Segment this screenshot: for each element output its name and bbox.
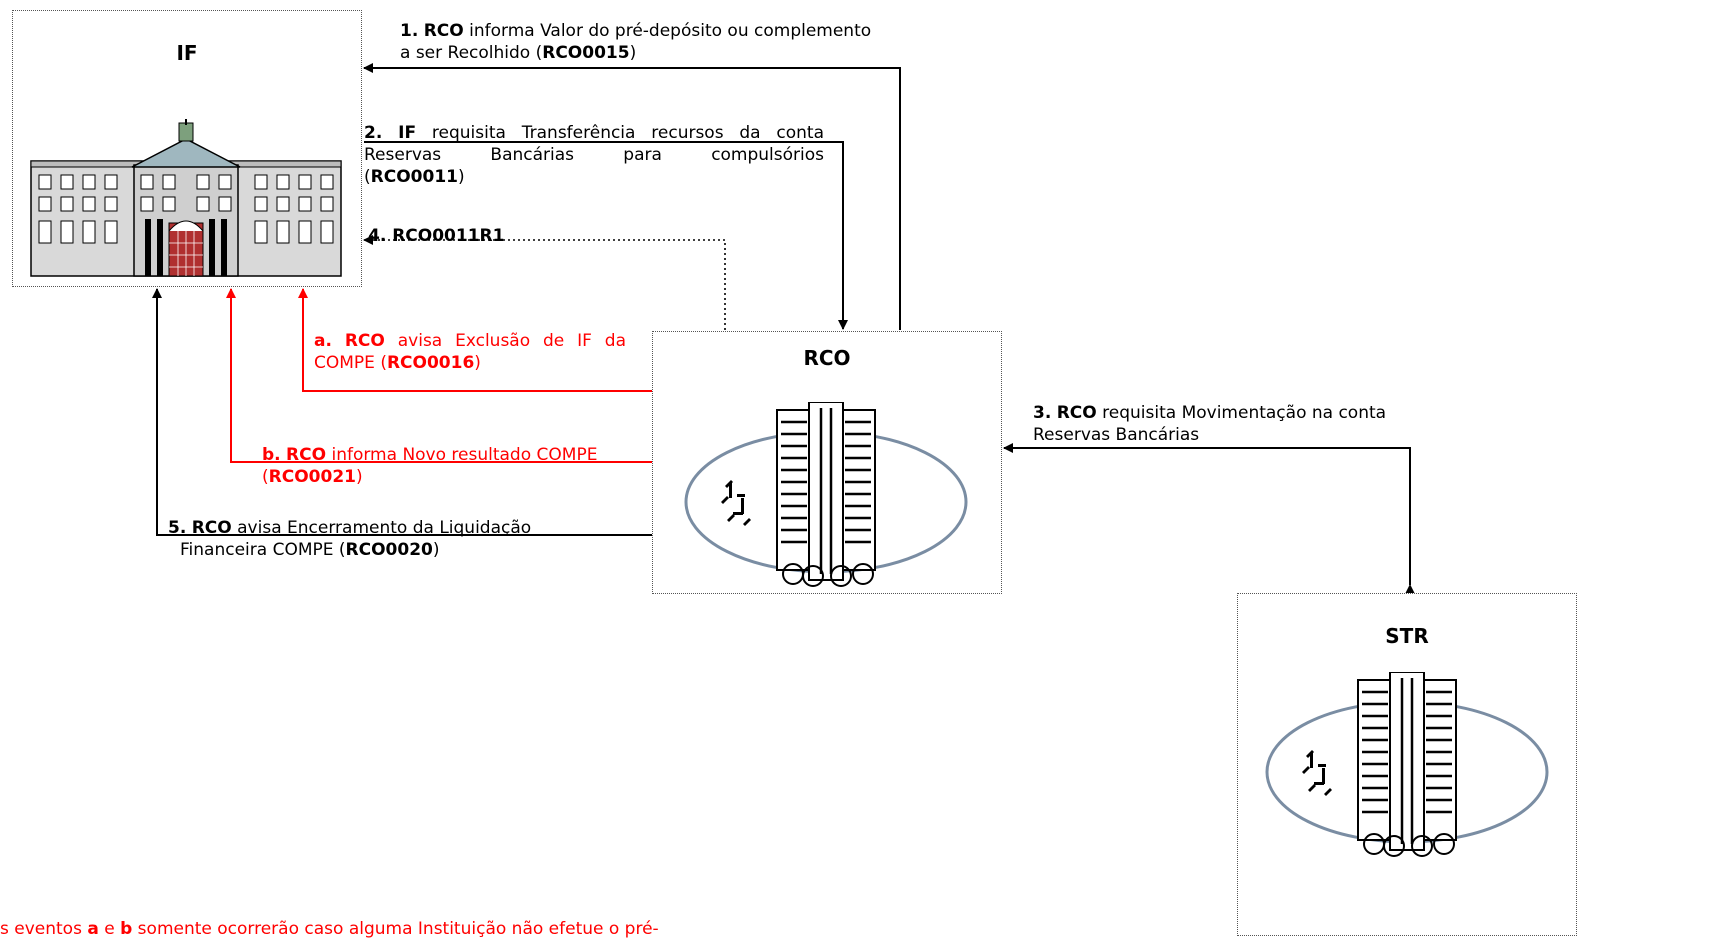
- rco-node: RCO: [652, 331, 1002, 594]
- msg5-text1: avisa Encerramento da Liquidação: [237, 518, 532, 538]
- str-title: STR: [1385, 624, 1429, 648]
- arrow-msg1: [363, 63, 901, 330]
- msg1-label: 1. RCO informa Valor do pré-depósito ou …: [400, 20, 900, 64]
- if-title: IF: [176, 41, 198, 65]
- msg3-text1: requisita Movimentação na conta: [1102, 403, 1387, 423]
- str-node: STR: [1237, 593, 1577, 936]
- msg2-label: 2. IF requisita Transferência recursos d…: [364, 122, 824, 188]
- msg3-num: 3.: [1033, 403, 1052, 423]
- msg-a-text1: avisa Exclusão de IF da: [397, 331, 627, 351]
- footnote: s eventos a e b somente ocorrerão caso a…: [0, 918, 800, 940]
- msg-b-text1: informa Novo resultado COMPE: [331, 445, 598, 465]
- msg5-close: ): [432, 540, 440, 560]
- msg2-actor: IF: [398, 123, 417, 143]
- msg1-close: ): [629, 43, 637, 63]
- if-node: IF: [12, 10, 362, 287]
- msg-a-label: a. RCO avisa Exclusão de IF da COMPE (RC…: [314, 330, 626, 374]
- msg5-text2: Financeira COMPE (: [180, 540, 346, 560]
- msg1-text2: a ser Recolhido (: [400, 43, 543, 63]
- msg2-num: 2.: [364, 123, 383, 143]
- msg4-label: 4. RCO0011R1: [368, 225, 504, 247]
- msg5-actor: RCO: [191, 518, 232, 538]
- msg5-num: 5.: [168, 518, 187, 538]
- msg2-w4: compulsórios: [711, 145, 825, 165]
- arrow-msg5: [152, 288, 652, 536]
- msg3-actor: RCO: [1056, 403, 1097, 423]
- msg1-code: RCO0015: [542, 43, 630, 63]
- msg-a-text2: COMPE (: [314, 353, 387, 373]
- footnote-b: b: [120, 919, 133, 939]
- msg-b-open: (: [262, 467, 269, 487]
- msg1-actor: RCO: [423, 21, 464, 41]
- msg4-code: 4. RCO0011R1: [368, 226, 505, 246]
- msg-b-actor: RCO: [286, 445, 327, 465]
- msg-a-code: RCO0016: [386, 353, 475, 373]
- msg-b-close: ): [355, 467, 363, 487]
- msg2-close: ): [457, 167, 465, 187]
- msg2-line1: requisita Transferência recursos da cont…: [431, 123, 825, 143]
- central-bank-tower-icon: [1265, 672, 1549, 857]
- msg-a-num: a.: [314, 331, 332, 351]
- msg2-w1: Reservas: [364, 145, 442, 165]
- arrow-msg3: [1003, 443, 1415, 594]
- msg2-open: (: [364, 167, 371, 187]
- msg5-label: 5. RCO avisa Encerramento da Liquidação …: [168, 517, 608, 561]
- msg-b-num: b.: [262, 445, 281, 465]
- msg2-w3: para: [623, 145, 662, 165]
- msg-b-label: b. RCO informa Novo resultado COMPE (RCO…: [262, 444, 642, 488]
- msg5-code: RCO0020: [345, 540, 433, 560]
- msg2-code: RCO0011: [370, 167, 458, 187]
- footnote-t2: e: [98, 919, 121, 939]
- arrow-msg4: [363, 235, 726, 330]
- msg3-label: 3. RCO requisita Movimentação na conta R…: [1033, 402, 1405, 446]
- footnote-t3: somente ocorrerão caso alguma Instituiçã…: [132, 919, 659, 939]
- msg1-num: 1.: [400, 21, 419, 41]
- msg-b-code: RCO0021: [268, 467, 356, 487]
- footnote-t1: s eventos: [0, 919, 88, 939]
- arrow-msg-b: [226, 288, 652, 463]
- bank-building-icon: [30, 119, 342, 277]
- central-bank-tower-icon: [684, 402, 968, 587]
- msg-a-close: ): [474, 353, 481, 373]
- arrow-msg2: [364, 141, 848, 330]
- arrow-msg-a: [298, 288, 652, 392]
- footnote-a: a: [87, 919, 99, 939]
- msg-a-actor: RCO: [344, 331, 385, 351]
- msg2-w2: Bancárias: [490, 145, 575, 165]
- msg3-text2: Reservas Bancárias: [1033, 425, 1200, 445]
- msg1-text1: informa Valor do pré-depósito ou complem…: [469, 21, 872, 41]
- rco-title: RCO: [803, 346, 851, 370]
